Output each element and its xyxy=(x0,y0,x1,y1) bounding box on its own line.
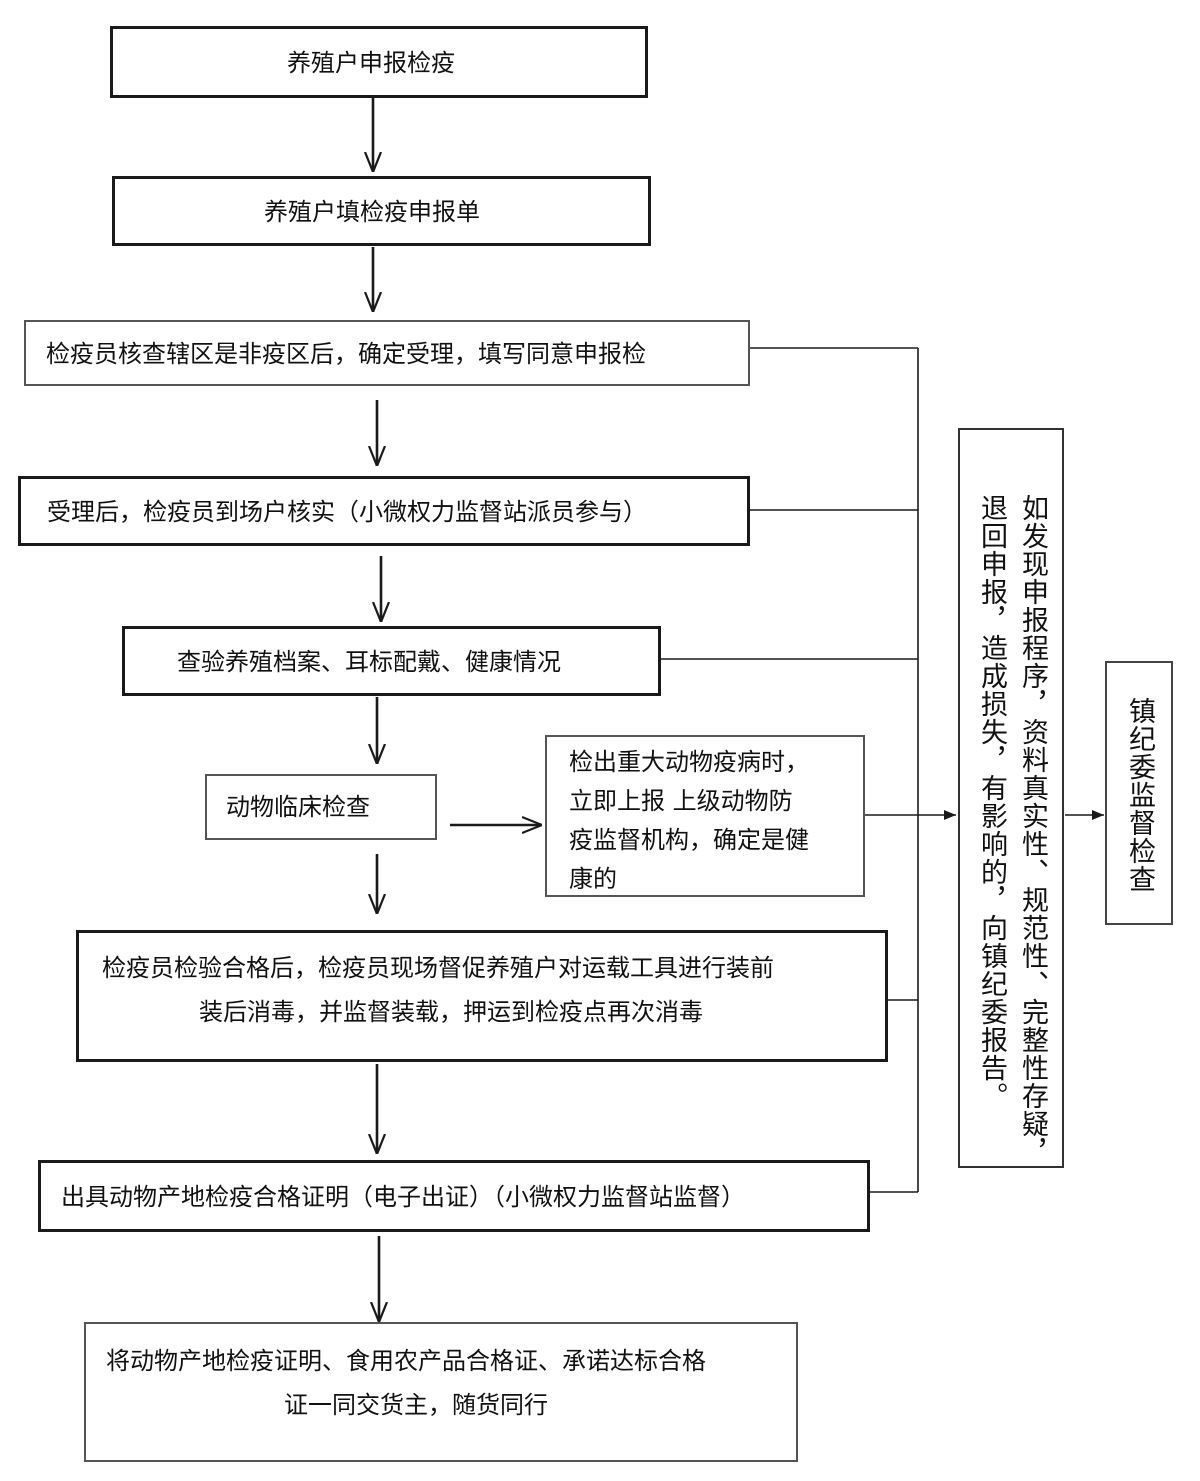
town-commission-supervision-box: 镇纪委监督检查 xyxy=(1105,661,1173,925)
step-clinical-exam: 动物临床检查 xyxy=(205,774,437,840)
step-handover-line-2: 证一同交货主，随货同行 xyxy=(284,1391,548,1419)
report-column-1: 如发现申报程序，资料真实性、规范性、完整性存疑， xyxy=(1017,494,1048,1166)
report-column-2: 退回申报，造成损失，有影响的，向镇纪委报告。 xyxy=(976,494,1007,1110)
disease-report-box: 检出重大动物疫病时， 立即上报 上级动物防 疫监督机构，确定是健 康的 xyxy=(545,735,865,897)
step-onsite-verification: 受理后，检疫员到场户核实（小微权力监督站派员参与） xyxy=(18,476,750,546)
step-onsite-verification-label: 受理后，检疫员到场户核实（小微权力监督站派员参与） xyxy=(47,498,647,526)
disease-report-line-3: 疫监督机构，确定是健 xyxy=(569,826,809,854)
disease-report-line-4: 康的 xyxy=(569,865,617,893)
step-inspect-records-label: 查验养殖档案、耳标配戴、健康情况 xyxy=(177,648,561,676)
step-issue-certificate: 出具动物产地检疫合格证明（电子出证）（小微权力监督站监督） xyxy=(38,1160,870,1232)
step-declare-quarantine: 养殖户申报检疫 xyxy=(110,26,648,98)
town-commission-supervision-label: 镇纪委监督检查 xyxy=(1124,697,1155,893)
disease-report-line-2: 立即上报 上级动物防 xyxy=(569,787,793,815)
step-clinical-exam-label: 动物临床检查 xyxy=(226,793,370,821)
step-disinfection-line-1: 检疫员检验合格后，检疫员现场督促养殖户对运载工具进行装前 xyxy=(102,954,774,982)
step-check-district-label: 检疫员核查辖区是非疫区后，确定受理，填写同意申报检 xyxy=(46,340,646,368)
step-disinfection: 检疫员检验合格后，检疫员现场督促养殖户对运载工具进行装前 装后消毒，并监督装载，… xyxy=(76,930,888,1062)
step-issue-certificate-label: 出具动物产地检疫合格证明（电子出证）（小微权力监督站监督） xyxy=(61,1183,745,1211)
report-to-committee-box: 如发现申报程序，资料真实性、规范性、完整性存疑， 退回申报，造成损失，有影响的，… xyxy=(958,428,1064,1168)
step-handover-line-1: 将动物产地检疫证明、食用农产品合格证、承诺达标合格 xyxy=(106,1347,706,1375)
disease-report-line-1: 检出重大动物疫病时， xyxy=(569,748,809,776)
step-disinfection-line-2: 装后消毒，并监督装载，押运到检疫点再次消毒 xyxy=(199,998,703,1026)
step-handover-documents: 将动物产地检疫证明、食用农产品合格证、承诺达标合格 证一同交货主，随货同行 xyxy=(84,1322,798,1462)
step-check-district: 检疫员核查辖区是非疫区后，确定受理，填写同意申报检 xyxy=(24,320,750,386)
step-inspect-records: 查验养殖档案、耳标配戴、健康情况 xyxy=(122,626,661,696)
step-fill-declaration-form-label: 养殖户填检疫申报单 xyxy=(264,198,480,226)
step-fill-declaration-form: 养殖户填检疫申报单 xyxy=(112,176,651,246)
step-declare-quarantine-label: 养殖户申报检疫 xyxy=(287,49,455,77)
